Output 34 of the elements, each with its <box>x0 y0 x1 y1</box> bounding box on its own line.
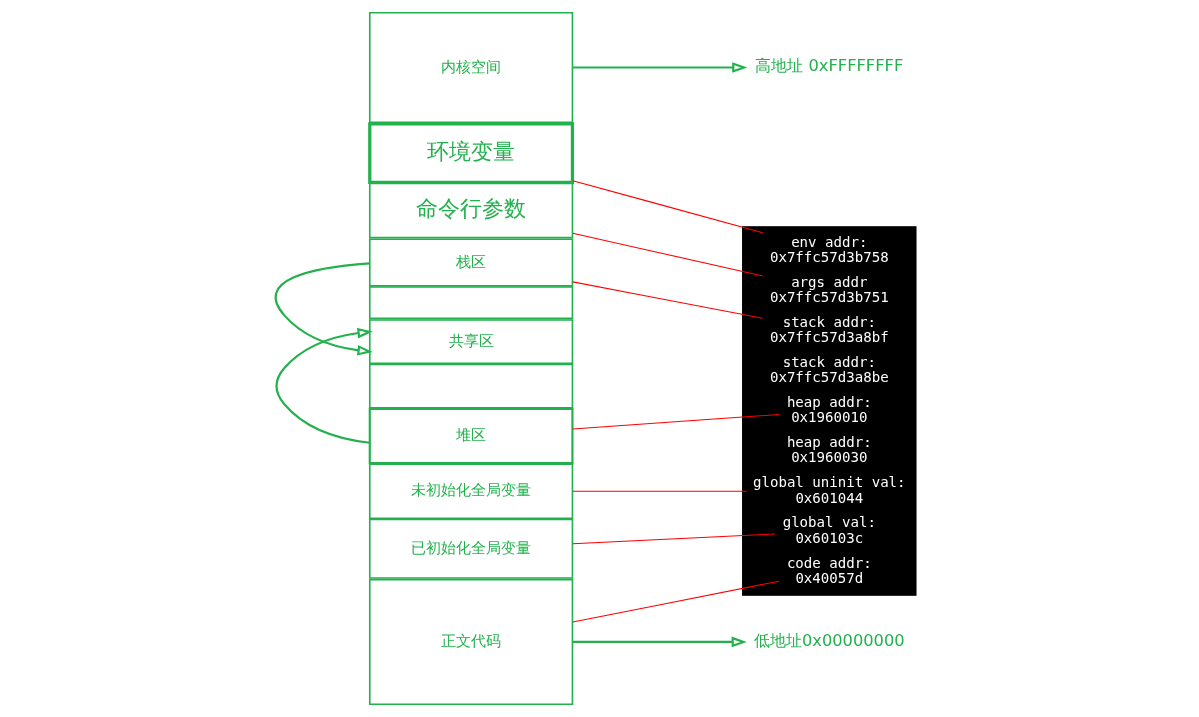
node-box: 环境变量 <box>367 122 574 184</box>
node-text: stack addr: 0x7ffc57d3a8bf <box>769 313 889 346</box>
arrow <box>274 262 373 356</box>
node-box: 栈区 <box>368 238 573 287</box>
node-box: 堆区 <box>368 407 574 465</box>
node-text: 高地址 0xFFFFFFFF <box>754 56 903 76</box>
connector <box>571 580 780 623</box>
cluster <box>741 226 917 596</box>
node-text: args addr 0x7ffc57d3b751 <box>769 273 889 306</box>
connector <box>571 533 776 545</box>
arrow <box>274 327 373 444</box>
node-box: 正文代码 <box>368 578 573 706</box>
node-box: 已初始化全局变量 <box>368 518 573 579</box>
node-text: global val: 0x60103c <box>782 514 876 546</box>
node-text: stack addr: 0x7ffc57d3a8be <box>769 354 889 386</box>
node-text: global uninit val: 0x601044 <box>752 474 906 506</box>
connector <box>571 180 763 234</box>
node-box: 内核空间 <box>368 11 573 124</box>
connector <box>571 490 747 492</box>
node-box <box>368 286 573 320</box>
connector <box>571 413 780 430</box>
node-text: 低地址0x00000000 <box>753 630 905 650</box>
node-box <box>368 363 573 409</box>
arrow <box>572 62 747 73</box>
node-box: 未初始化全局变量 <box>368 463 573 520</box>
node-text: env addr: 0x7ffc57d3b758 <box>769 233 889 265</box>
node-box: 命令行参数 <box>368 182 573 239</box>
node-text: heap addr: 0x1960030 <box>786 434 872 466</box>
connector <box>571 281 763 319</box>
node-box: 共享区 <box>368 319 573 365</box>
connector <box>571 232 763 277</box>
node-text: heap addr: 0x1960010 <box>786 394 872 426</box>
node-text: code addr: 0x40057d <box>786 554 872 586</box>
arrow <box>572 636 747 648</box>
